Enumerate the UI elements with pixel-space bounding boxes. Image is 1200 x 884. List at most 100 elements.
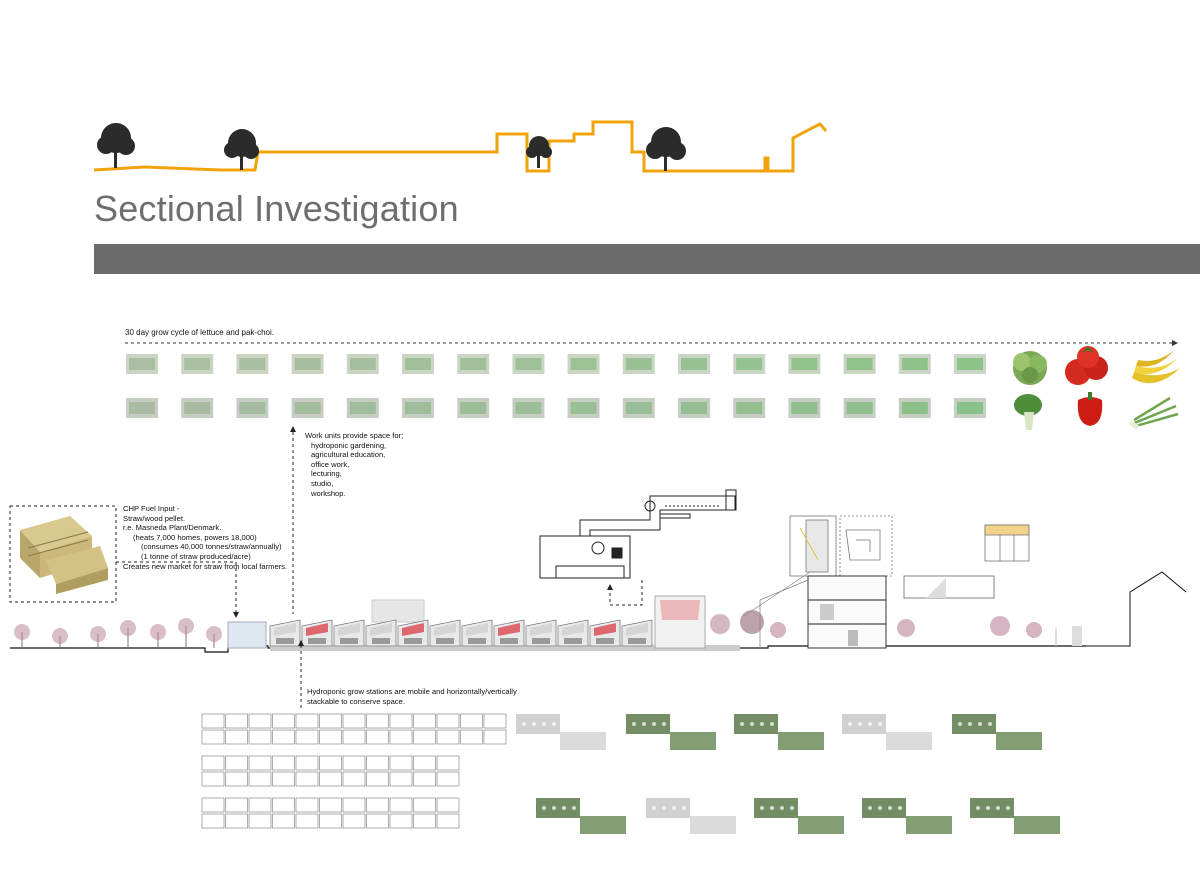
greenhouse-unit — [397, 619, 429, 647]
grow-station-modules — [516, 714, 1060, 834]
grow-station-module — [536, 798, 626, 834]
greenhouse-unit — [589, 619, 621, 647]
work-units-arrow — [290, 426, 296, 614]
blossom-tree-icon — [14, 624, 30, 648]
lettuce-icon — [1013, 351, 1047, 385]
chp-arrow — [116, 561, 239, 618]
work-units-item: office work, — [311, 459, 350, 469]
greenhouse-unit — [333, 619, 365, 647]
greenhouse-unit — [621, 619, 653, 647]
hydroponic-arrow — [298, 640, 304, 708]
greenhouse-unit — [269, 619, 301, 647]
chp-line: r.e. Masneda Plant/Denmark. — [123, 523, 222, 533]
grow-frame — [291, 398, 324, 418]
grid-plan — [201, 755, 460, 787]
grow-frame — [678, 354, 710, 374]
grow-frame — [457, 398, 490, 418]
grow-frame — [622, 354, 655, 374]
hydroponic-note: Hydroponic grow stations are mobile and … — [307, 687, 517, 706]
grow-frame — [898, 398, 931, 418]
grow-frame — [733, 354, 766, 374]
grow-station-module — [970, 798, 1060, 834]
tomatoes-icon — [1065, 346, 1108, 385]
site-section-drawing — [10, 571, 1187, 653]
blossom-tree-icon — [150, 624, 166, 648]
pak-choi-icon — [1014, 394, 1042, 430]
grow-frame — [512, 398, 545, 418]
title-band — [94, 244, 1200, 274]
chp-line: (1 tonne of straw produced/acre) — [141, 551, 251, 561]
grow-frame — [898, 354, 931, 374]
grow-frame — [291, 354, 324, 374]
red-pepper-icon — [1077, 392, 1103, 426]
grow-frame — [954, 354, 986, 374]
grow-frame — [181, 354, 214, 374]
ventilation-arrow — [607, 580, 643, 606]
grow-station-module — [862, 798, 952, 834]
work-units-item: lecturing, — [311, 469, 342, 479]
spring-onion-icon — [1128, 396, 1179, 430]
grow-frame — [181, 398, 214, 418]
blossom-tree-icon — [206, 626, 222, 648]
grow-station-module — [516, 714, 606, 750]
bananas-icon — [1132, 350, 1180, 384]
grow-frame — [622, 398, 655, 418]
greenhouse-unit — [557, 619, 589, 647]
grow-frames — [126, 354, 986, 418]
grow-frame — [236, 398, 269, 418]
grow-frame — [843, 354, 876, 374]
grow-frame — [678, 398, 710, 418]
greenhouse-unit — [525, 619, 557, 647]
hydroponic-line: Hydroponic grow stations are mobile and … — [307, 687, 517, 696]
ventilation-diagram — [539, 489, 737, 579]
grow-frame — [567, 354, 600, 374]
grow-station-plans — [201, 713, 507, 829]
blossom-tree-icon — [178, 618, 194, 648]
chp-fuel-note: CHP Fuel Input - Straw/wood pellet. r.e.… — [123, 504, 287, 571]
wall-detail-drawing — [789, 515, 893, 577]
tree-icon — [224, 129, 259, 170]
page-title: Sectional Investigation — [94, 188, 459, 229]
chp-line: Creates new market for straw from local … — [123, 561, 288, 571]
grow-frame — [402, 398, 434, 418]
blossom-tree-icon — [90, 626, 106, 648]
greenhouse-unit — [365, 619, 397, 647]
grow-station-module — [754, 798, 844, 834]
grow-frame — [512, 354, 545, 374]
grow-frame — [788, 354, 821, 374]
blossom-trees — [14, 618, 258, 648]
roof-detail-drawing — [984, 524, 1030, 562]
blossom-tree-icon — [52, 628, 68, 648]
grow-frame — [843, 398, 876, 418]
grow-cycle-arrow — [125, 340, 1178, 346]
grow-frame — [788, 398, 821, 418]
grow-frame — [954, 398, 986, 418]
blossom-tree-icon — [120, 620, 136, 648]
grow-frame — [457, 354, 490, 374]
grow-frame — [346, 398, 379, 418]
grow-frame — [567, 398, 600, 418]
work-units-item: workshop. — [311, 488, 346, 498]
work-units-item: studio, — [311, 478, 334, 488]
greenhouse-unit — [493, 619, 525, 647]
straw-bale-image — [9, 505, 117, 603]
grow-station-module — [734, 714, 824, 750]
grow-cycle-label: 30 day grow cycle of lettuce and pak-cho… — [125, 328, 274, 337]
grow-frame — [126, 398, 158, 418]
grow-frame — [402, 354, 434, 374]
tree-icon — [97, 123, 135, 168]
chp-line: CHP Fuel Input - — [123, 504, 180, 513]
greenhouse-unit — [461, 619, 493, 647]
greenhouse-unit — [301, 619, 333, 647]
grow-station-module — [626, 714, 716, 750]
chp-line: Straw/wood pellet. — [123, 513, 186, 523]
work-units-item: agricultural education, — [311, 450, 386, 460]
grow-frame — [733, 398, 766, 418]
greenhouse-unit — [429, 619, 461, 647]
chp-line: (consumes 40,000 tonnes/straw/annually) — [141, 542, 282, 552]
work-units-heading: Work units provide space for; — [305, 431, 404, 440]
grow-frame — [126, 354, 158, 374]
grow-frame — [346, 354, 379, 374]
skyline-profile — [93, 120, 828, 173]
